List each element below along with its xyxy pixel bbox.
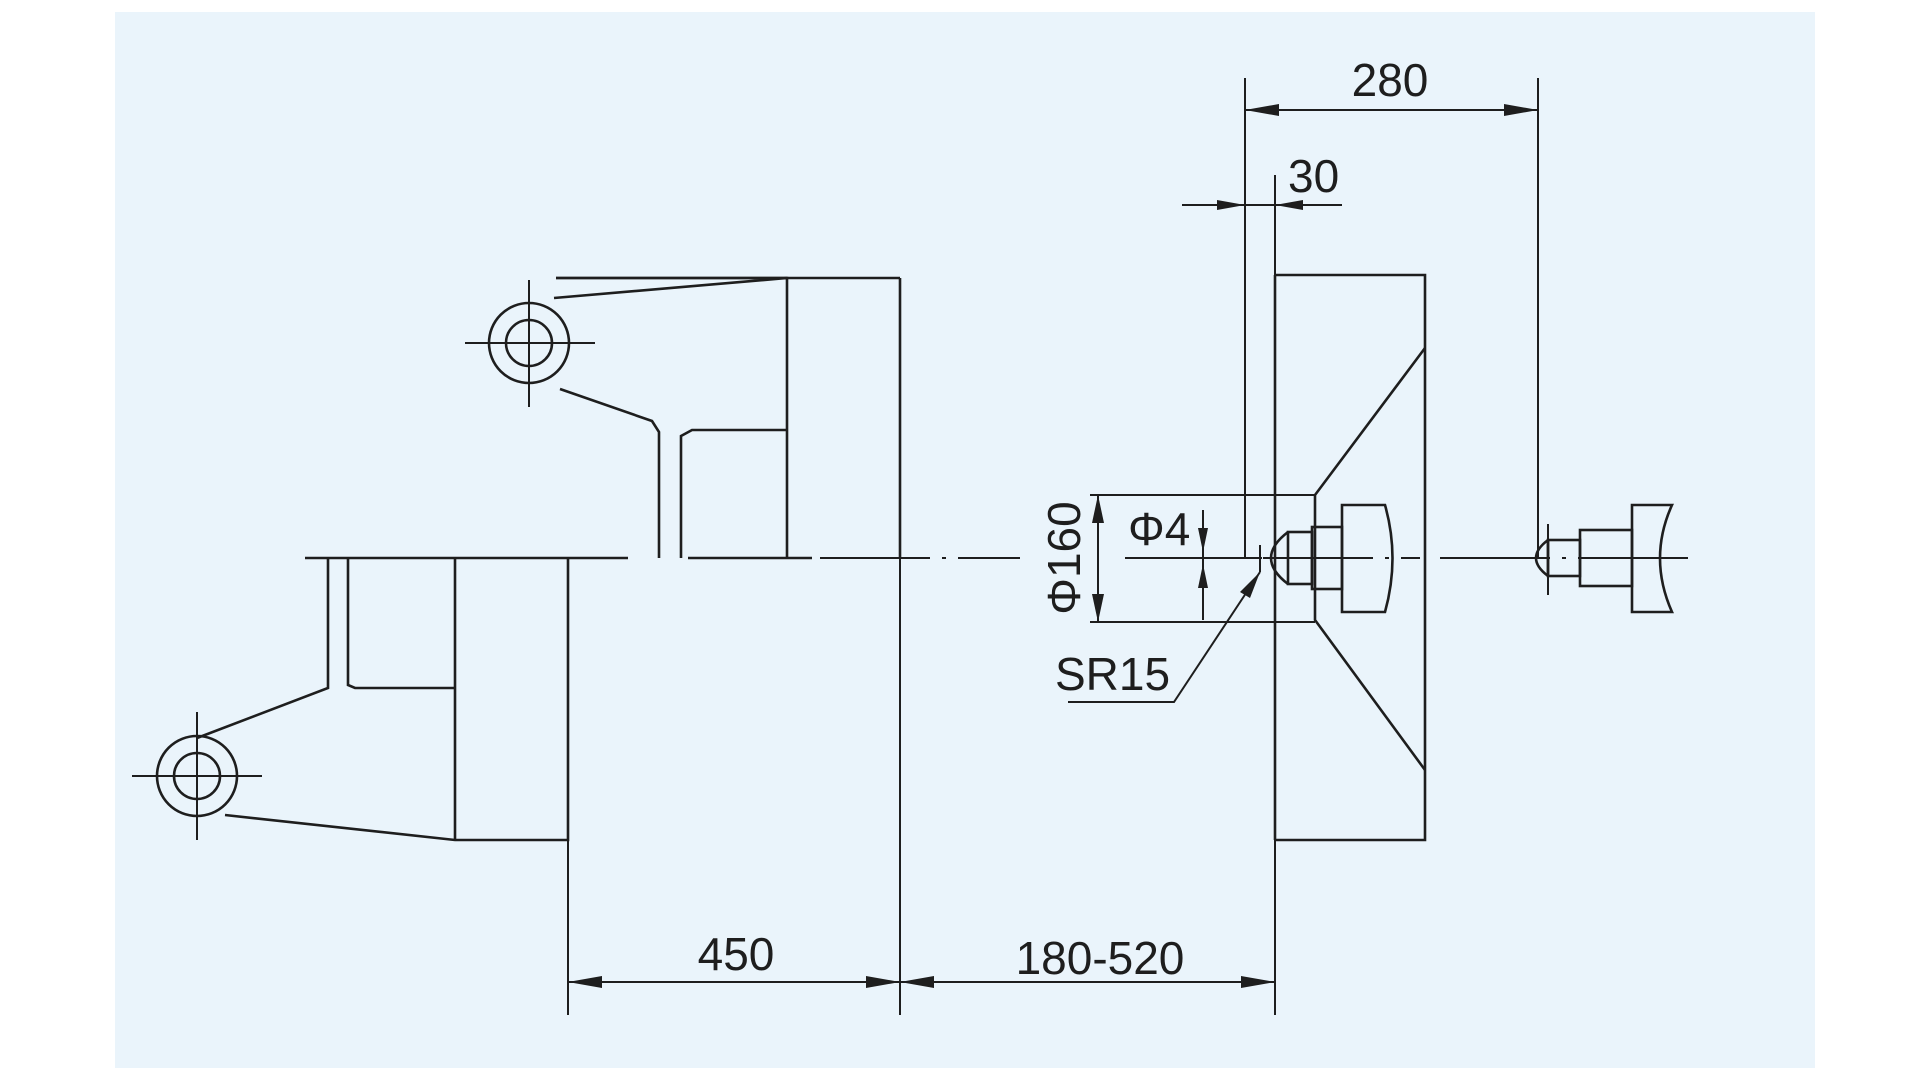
leader-sr15 bbox=[1068, 571, 1261, 703]
dimension-180-520-label: 180-520 bbox=[1016, 932, 1185, 984]
dimension-280-label: 280 bbox=[1352, 54, 1429, 106]
dimension-phi4-label: Φ4 bbox=[1128, 503, 1190, 555]
dimension-450-label: 450 bbox=[698, 928, 775, 980]
injection-unit bbox=[1534, 503, 1675, 614]
dimension-phi160-label: Φ160 bbox=[1038, 501, 1090, 614]
dimension-sr15-label: SR15 bbox=[1055, 648, 1170, 700]
dimension-280 bbox=[1244, 78, 1539, 558]
upper-pivot-icon bbox=[465, 280, 595, 407]
dimension-phi160 bbox=[1090, 494, 1315, 623]
dimension-450 bbox=[568, 976, 900, 988]
dimension-30-label: 30 bbox=[1288, 150, 1339, 202]
lower-pivot-icon bbox=[132, 712, 262, 840]
dimension-phi4 bbox=[1175, 510, 1262, 620]
drawing-panel bbox=[115, 12, 1815, 1068]
nozzle-assembly bbox=[1259, 503, 1394, 614]
upper-toggle-link bbox=[553, 276, 902, 558]
lower-toggle-link bbox=[196, 558, 570, 842]
dimension-180-520 bbox=[900, 976, 1275, 988]
